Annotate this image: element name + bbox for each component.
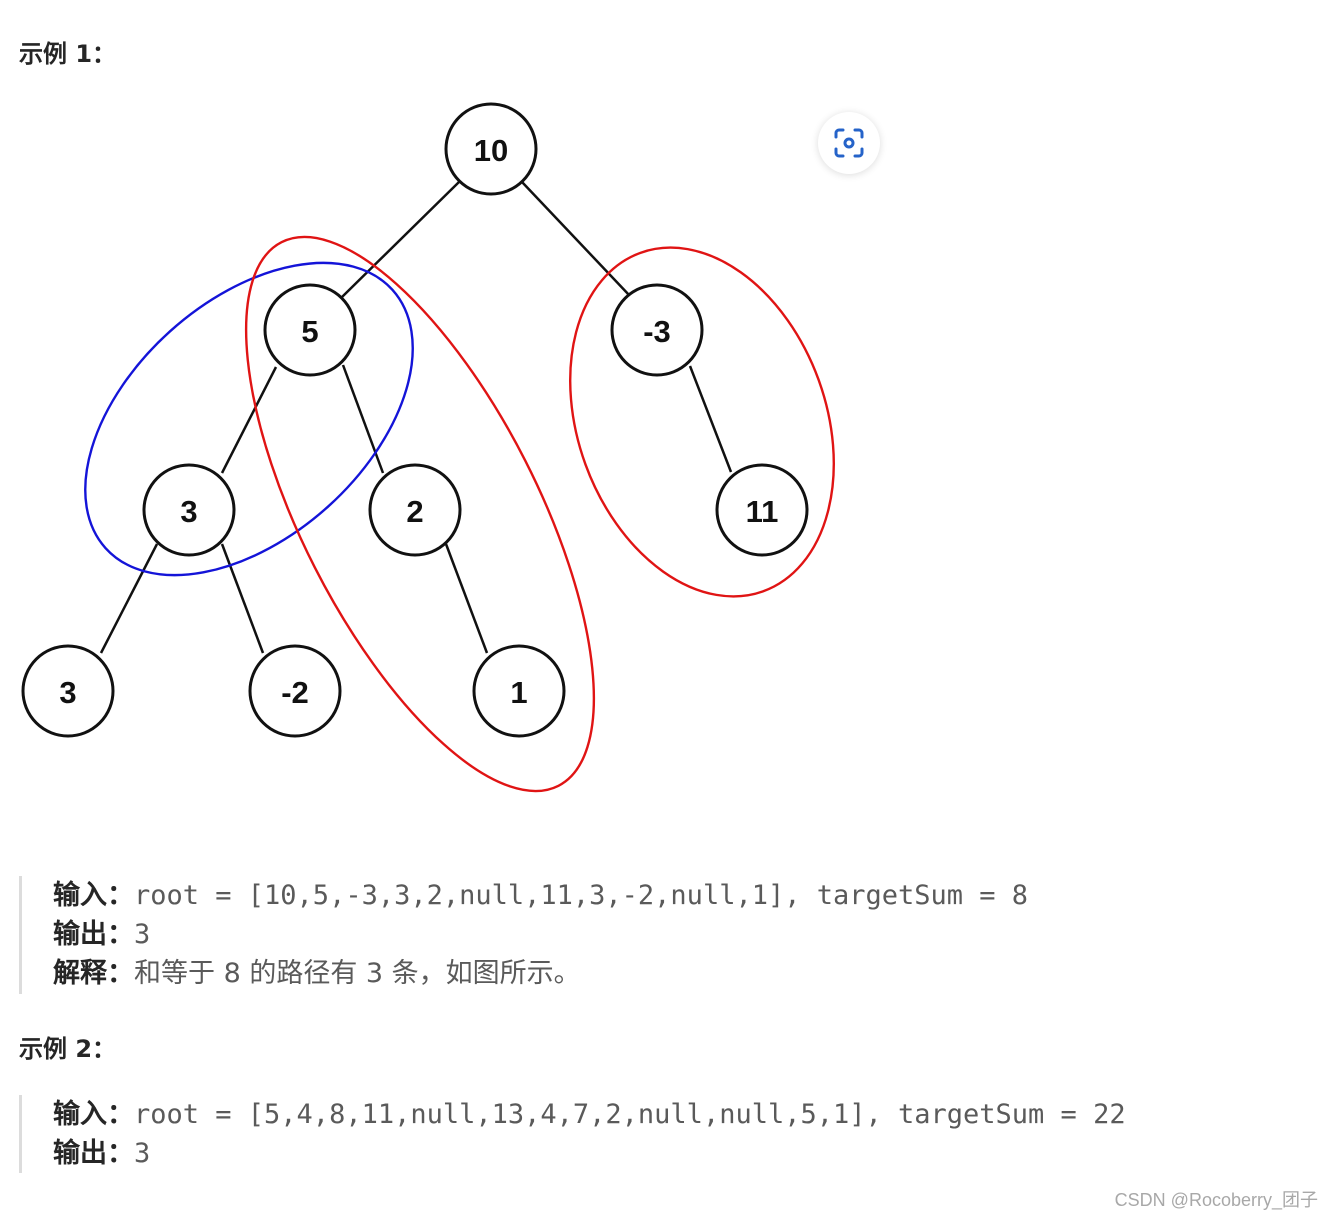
path-ring-red-long [244, 235, 596, 793]
tree-node-10: 10 [444, 102, 538, 196]
tree-node-11: 11 [715, 463, 809, 557]
tree-node-10-label: 10 [474, 133, 508, 168]
example-2-input-label: 输入： [53, 1099, 134, 1130]
example-1-output-line: 输出：3 [53, 915, 1028, 954]
edge-5-3 [220, 366, 278, 474]
tree-node-neg2: -2 [248, 644, 342, 738]
example-1-explain-line: 解释：和等于 8 的路径有 3 条，如图所示。 [53, 954, 1028, 993]
tree-node-11-label: 11 [746, 494, 779, 529]
tree-node-1: 1 [472, 644, 566, 738]
tree-node-3-leaf-label: 3 [59, 675, 76, 710]
tree-node-5-label: 5 [301, 314, 318, 349]
tree-node-2-label: 2 [406, 494, 423, 529]
tree-node-2: 2 [368, 463, 462, 557]
scan-lens-icon [834, 128, 864, 158]
tree-node-3-left: 3 [142, 463, 236, 557]
example-1-input-value: root = [10,5,-3,3,2,null,11,3,-2,null,1]… [134, 880, 1029, 911]
example-1-output-label: 输出： [53, 919, 134, 950]
example-2-output-value: 3 [134, 1138, 151, 1169]
path-ring-blue [84, 261, 414, 577]
edge-2-1 [444, 543, 489, 654]
edge-10-5 [341, 181, 460, 298]
example-2-output-label: 输出： [53, 1138, 134, 1169]
example-2-heading: 示例 2： [19, 1035, 117, 1063]
tree-node-neg3: -3 [610, 283, 704, 377]
edge-5-2 [341, 364, 385, 474]
example-1-output-value: 3 [134, 919, 151, 950]
example-2-output-line: 输出：3 [53, 1134, 1126, 1173]
edge-3-neg2 [220, 543, 265, 654]
tree-node-3-leaf: 3 [21, 644, 115, 738]
edge-3-3 [99, 543, 159, 654]
edge-neg3-11 [688, 365, 733, 473]
example-1-input-line: 输入：root = [10,5,-3,3,2,null,11,3,-2,null… [53, 876, 1028, 915]
tree-node-neg3-label: -3 [643, 314, 671, 349]
binary-tree-diagram: 10 5 -3 3 2 11 3 -2 1 [21, 102, 835, 793]
tree-node-1-label: 1 [510, 675, 527, 710]
path-ring-red-right [569, 246, 835, 598]
tree-node-3-left-label: 3 [180, 494, 197, 529]
example-2-block: 输入：root = [5,4,8,11,null,13,4,7,2,null,n… [19, 1095, 1126, 1173]
tree-node-5: 5 [263, 283, 357, 377]
example-2-input-value: root = [5,4,8,11,null,13,4,7,2,null,null… [134, 1099, 1126, 1130]
example-2-input-line: 输入：root = [5,4,8,11,null,13,4,7,2,null,n… [53, 1095, 1126, 1134]
edge-10-neg3 [521, 181, 631, 297]
csdn-watermark: CSDN @Rocoberry_团子 [1114, 1190, 1318, 1210]
image-scan-button[interactable] [818, 112, 880, 174]
example-1-input-label: 输入： [53, 880, 134, 911]
example-1-explain-value: 和等于 8 的路径有 3 条，如图所示。 [134, 958, 581, 989]
tree-node-neg2-label: -2 [281, 675, 309, 710]
example-1-heading: 示例 1： [19, 40, 117, 68]
example-1-explain-label: 解释： [53, 958, 134, 989]
example-1-block: 输入：root = [10,5,-3,3,2,null,11,3,-2,null… [19, 876, 1028, 994]
